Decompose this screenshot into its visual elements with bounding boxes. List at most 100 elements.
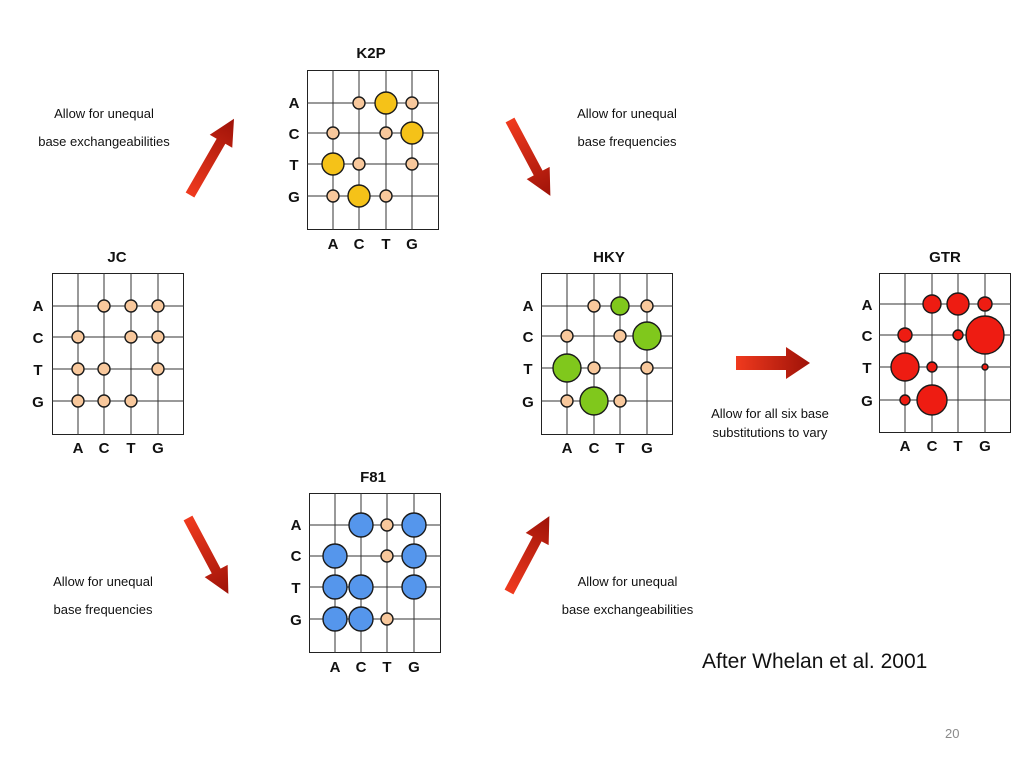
substitution-circle bbox=[587, 299, 601, 313]
page-number: 20 bbox=[945, 726, 960, 741]
substitution-circle bbox=[946, 292, 970, 316]
substitution-circle bbox=[352, 96, 366, 110]
caption-line: base frequencies bbox=[577, 134, 677, 149]
jc-row-label-c: C bbox=[32, 330, 44, 347]
jc-grid bbox=[52, 273, 184, 435]
substitution-circle bbox=[379, 126, 393, 140]
caption-line: Allow for unequal bbox=[577, 574, 678, 589]
substitution-circle bbox=[977, 296, 993, 312]
substitution-circle bbox=[613, 329, 627, 343]
caption-line: base exchangeabilities bbox=[561, 602, 694, 617]
substitution-circle bbox=[632, 321, 662, 351]
substitution-circle bbox=[151, 330, 165, 344]
hky-col-label-t: T bbox=[615, 440, 625, 457]
jc-col-label-a: A bbox=[72, 440, 84, 457]
substitution-circle bbox=[124, 330, 138, 344]
hky-row-label-g: G bbox=[522, 394, 534, 411]
substitution-circle bbox=[379, 189, 393, 203]
substitution-circle bbox=[613, 394, 627, 408]
jc-row-label-a: A bbox=[32, 298, 44, 315]
gtr-title: GTR bbox=[929, 249, 961, 266]
jc-col-label-c: C bbox=[98, 440, 110, 457]
k2p-col-label-g: G bbox=[406, 236, 418, 253]
substitution-circle bbox=[347, 184, 371, 208]
substitution-circle bbox=[97, 394, 111, 408]
f81-col-label-c: C bbox=[355, 659, 367, 676]
caption-jc-to-k2p: Allow for unequal base exchangeabilities bbox=[34, 100, 174, 156]
substitution-circle bbox=[124, 299, 138, 313]
caption-line: base frequencies bbox=[53, 602, 153, 617]
substitution-circle bbox=[380, 612, 394, 626]
gtr-row-label-a: A bbox=[861, 297, 873, 314]
k2p-row-label-t: T bbox=[289, 157, 299, 174]
substitution-circle bbox=[71, 394, 85, 408]
gtr-row-label-t: T bbox=[862, 360, 872, 377]
substitution-circle bbox=[348, 512, 374, 538]
hky-col-label-g: G bbox=[641, 440, 653, 457]
substitution-circle bbox=[322, 543, 348, 569]
f81-title: F81 bbox=[360, 469, 386, 486]
substitution-circle bbox=[352, 157, 366, 171]
substitution-circle bbox=[897, 327, 913, 343]
substitution-circle bbox=[374, 91, 398, 115]
substitution-circle bbox=[97, 299, 111, 313]
f81-col-label-t: T bbox=[382, 659, 392, 676]
substitution-circle bbox=[899, 394, 911, 406]
substitution-circle bbox=[401, 543, 427, 569]
substitution-circle bbox=[380, 518, 394, 532]
substitution-circle bbox=[97, 362, 111, 376]
substitution-circle bbox=[610, 296, 630, 316]
hky-col-label-c: C bbox=[588, 440, 600, 457]
caption-line: base exchangeabilities bbox=[38, 134, 170, 149]
substitution-circle bbox=[321, 152, 345, 176]
substitution-circle bbox=[326, 189, 340, 203]
gtr-col-label-c: C bbox=[926, 438, 938, 455]
caption-line: substitutions to vary bbox=[712, 425, 828, 440]
f81-row-label-t: T bbox=[291, 580, 301, 597]
f81-grid bbox=[309, 493, 441, 653]
substitution-circle bbox=[401, 512, 427, 538]
substitution-circle bbox=[890, 352, 920, 382]
jc-row-label-t: T bbox=[33, 362, 43, 379]
substitution-circle bbox=[326, 126, 340, 140]
substitution-circle bbox=[151, 299, 165, 313]
hky-row-label-c: C bbox=[522, 329, 534, 346]
substitution-circle bbox=[552, 353, 582, 383]
gtr-col-label-t: T bbox=[953, 438, 963, 455]
gtr-col-label-g: G bbox=[979, 438, 991, 455]
substitution-circle bbox=[560, 329, 574, 343]
grid-frame bbox=[52, 273, 184, 435]
f81-row-label-g: G bbox=[290, 612, 302, 629]
k2p-grid bbox=[307, 70, 439, 230]
k2p-row-label-c: C bbox=[288, 126, 300, 143]
grid-frame bbox=[307, 70, 439, 230]
caption-jc-to-f81: Allow for unequal base frequencies bbox=[33, 568, 173, 624]
citation: After Whelan et al. 2001 bbox=[702, 650, 928, 673]
caption-line: Allow for unequal bbox=[54, 106, 154, 121]
k2p-col-label-a: A bbox=[327, 236, 339, 253]
substitution-circle bbox=[380, 549, 394, 563]
substitution-circle bbox=[560, 394, 574, 408]
substitution-circle bbox=[587, 361, 601, 375]
jc-row-label-g: G bbox=[32, 394, 44, 411]
f81-row-label-a: A bbox=[290, 517, 302, 534]
substitution-circle bbox=[71, 330, 85, 344]
substitution-circle bbox=[922, 294, 942, 314]
substitution-circle bbox=[322, 574, 348, 600]
substitution-circle bbox=[640, 361, 654, 375]
substitution-circle bbox=[71, 362, 85, 376]
substitution-circle bbox=[405, 96, 419, 110]
substitution-circle bbox=[916, 384, 948, 416]
caption-hky-to-gtr: Allow for all six base substitutions to … bbox=[700, 404, 840, 442]
gtr-col-label-a: A bbox=[899, 438, 911, 455]
caption-f81-to-hky: Allow for unequal base exchangeabilities bbox=[555, 568, 700, 624]
substitution-circle bbox=[981, 363, 989, 371]
substitution-circle bbox=[400, 121, 424, 145]
f81-row-label-c: C bbox=[290, 548, 302, 565]
substitution-circle bbox=[348, 574, 374, 600]
substitution-circle bbox=[965, 315, 1005, 355]
hky-col-label-a: A bbox=[561, 440, 573, 457]
k2p-title: K2P bbox=[356, 45, 386, 62]
gtr-grid bbox=[879, 273, 1011, 433]
